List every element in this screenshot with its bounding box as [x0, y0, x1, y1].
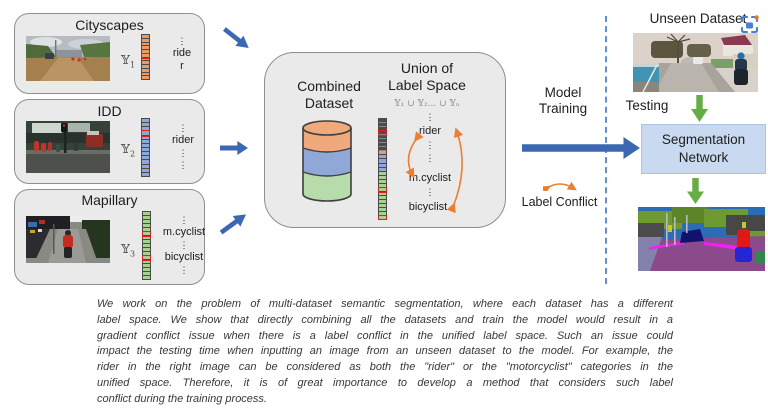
mapillary-to-combined-arrow	[217, 209, 250, 238]
idd-label-bar	[141, 118, 150, 177]
caption-line: unified space. Therefore, it is of great…	[97, 376, 673, 389]
dots: ⋮	[177, 36, 187, 46]
label-conflict-arcs	[400, 117, 472, 228]
label-rider: rider	[171, 134, 194, 146]
caption-line: label space. We show that directly combi…	[97, 313, 673, 326]
caption-line: We work on the problem of multi-dataset …	[97, 298, 673, 310]
label-conflict-legend-arc	[540, 178, 577, 196]
model-training-arrow	[522, 137, 640, 159]
union-line1: Union of	[400, 60, 454, 76]
union-formula: 𝕐₁ ∪ 𝕐₂... ∪ 𝕐ₙ	[394, 99, 460, 109]
combined-dataset-heading: Combined Dataset	[279, 78, 379, 112]
screenshot-icon[interactable]	[740, 14, 759, 40]
cityscapes-label-bar	[141, 34, 150, 80]
dots: ⋮	[425, 140, 435, 150]
mapillary-label-bar	[142, 211, 151, 280]
segmentation-network-box: Segmentation Network	[641, 124, 766, 174]
label-conflict-label: Label Conflict	[521, 195, 598, 209]
dots: ⋮	[179, 215, 189, 225]
label-mcyclist: m.cyclist	[162, 226, 206, 238]
caption-line: impact the testing time when inputting a…	[97, 345, 673, 358]
cityscapes-photo	[26, 36, 110, 81]
segnet-output-arrow	[687, 178, 704, 204]
label-space-symbol-1: 𝕐1	[121, 52, 136, 70]
figure-caption: We work on the problem of multi-dataset …	[97, 297, 673, 408]
union-line2: Label Space	[388, 77, 466, 93]
mapillary-title: Mapillary	[81, 192, 138, 208]
label-ride: ride	[172, 47, 192, 59]
segmentation-output-image	[638, 207, 765, 271]
cityscapes-title: Cityscapes	[75, 17, 144, 33]
segnet-line2: Network	[678, 150, 729, 165]
idd-photo	[26, 121, 110, 173]
testing-down-arrow	[691, 95, 708, 122]
label-bicyclist: bicyclist	[164, 251, 204, 263]
caption-line: conflict during the training process.	[97, 392, 267, 405]
mapillary-photo	[26, 216, 110, 263]
combined-line1: Combined	[297, 78, 361, 94]
segnet-line1: Segmentation	[661, 132, 746, 147]
database-cylinder-icon	[301, 119, 353, 208]
cityscapes-to-combined-arrow	[220, 24, 252, 53]
label-r: r	[180, 60, 184, 72]
caption-line: rider in the right image can be consider…	[97, 361, 673, 374]
idd-title: IDD	[97, 103, 122, 119]
model-line: Model	[544, 85, 582, 100]
unseen-dataset-title: Unseen Dataset	[649, 11, 747, 26]
combined-panel: Combined Dataset Union of Label Space 𝕐₁…	[264, 52, 506, 228]
mapillary-labels: ⋮ m.cyclist ⋮ bicyclist ⋮	[157, 214, 211, 276]
combined-line2: Dataset	[304, 95, 354, 111]
union-label-bicyclist: bicyclist	[408, 201, 448, 213]
dots: ⋮	[178, 148, 188, 158]
dots: ⋮	[179, 240, 189, 250]
union-label-bar	[378, 118, 387, 221]
union-label-rider: rider	[418, 125, 441, 137]
caption-line: gradient conflict issue when there is a …	[97, 329, 673, 342]
dots: ⋮	[425, 153, 435, 163]
model-training-label: Model Training	[528, 85, 598, 117]
idd-to-combined-arrow	[220, 141, 248, 155]
training-line: Training	[538, 101, 588, 116]
idd-labels: ⋮ rider ⋮ ⋮	[161, 122, 205, 171]
cityscapes-panel: Cityscapes 𝕐1 ⋮ ride	[14, 13, 205, 94]
dots: ⋮	[425, 112, 435, 122]
dots: ⋮	[178, 123, 188, 133]
idd-panel: IDD 𝕐2	[14, 99, 205, 184]
dots: ⋮	[179, 265, 189, 275]
dots: ⋮	[425, 187, 435, 197]
mapillary-panel: Mapillary 𝕐3	[14, 189, 205, 285]
unseen-dataset-photo	[633, 33, 758, 92]
label-space-symbol-3: 𝕐3	[121, 241, 136, 259]
label-space-symbol-2: 𝕐2	[121, 141, 136, 159]
cityscapes-labels: ⋮ ride r	[160, 35, 204, 73]
testing-label: Testing	[625, 98, 669, 113]
dots: ⋮	[178, 160, 188, 170]
union-heading: Union of Label Space	[371, 60, 483, 94]
